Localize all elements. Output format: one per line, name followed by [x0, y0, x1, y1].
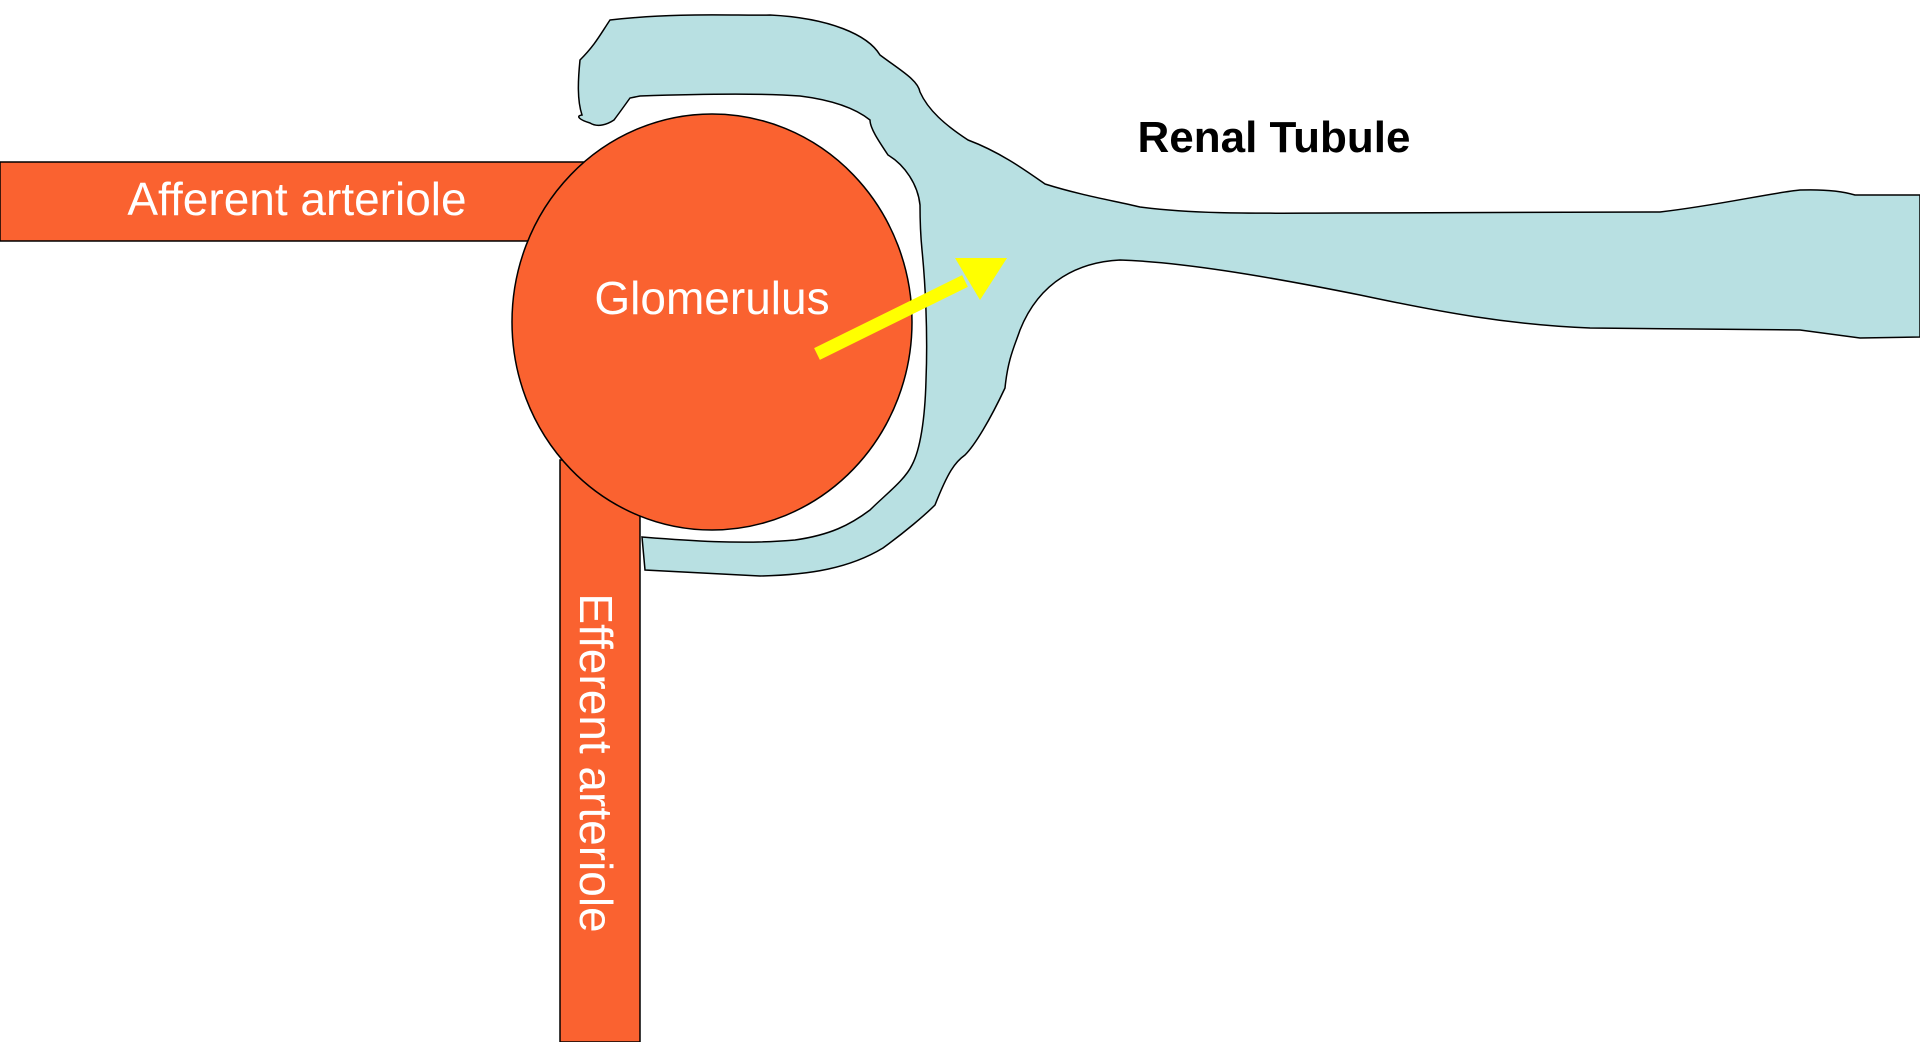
- afferent-arteriole-label: Afferent arteriole: [127, 173, 466, 225]
- efferent-arteriole-label: Efferent arteriole: [570, 593, 622, 932]
- glomerulus-label: Glomerulus: [594, 272, 829, 324]
- renal-tubule-label: Renal Tubule: [1138, 113, 1411, 162]
